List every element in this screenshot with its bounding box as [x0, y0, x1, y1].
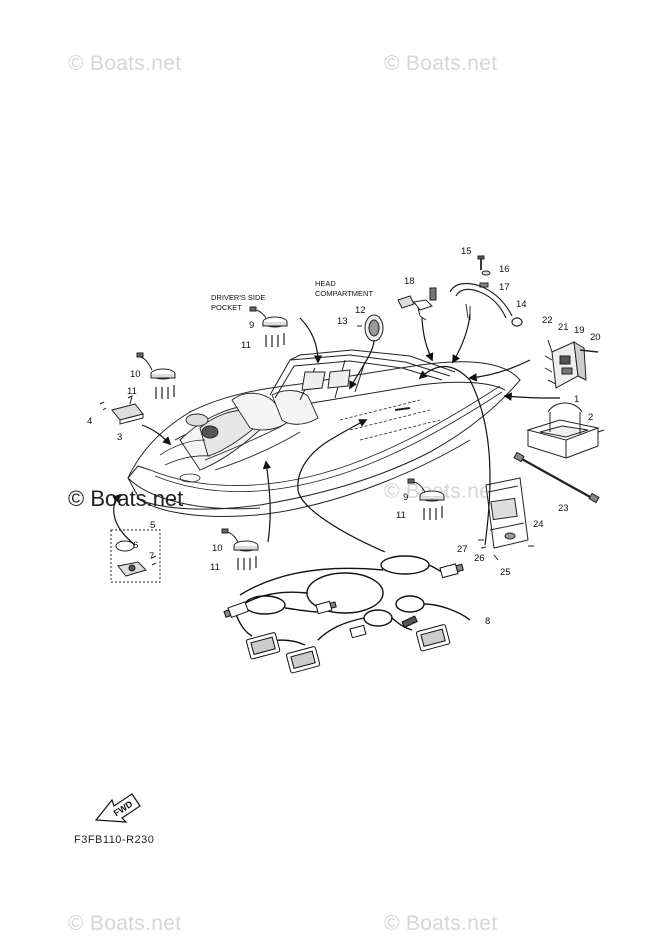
- callout-12: 12: [355, 305, 366, 316]
- watermark-bottom-right: © Boats.net: [384, 912, 498, 935]
- callout-21: 21: [558, 322, 569, 333]
- callout-11-b: 11: [241, 340, 251, 351]
- callout-11-a: 11: [127, 386, 137, 397]
- watermark-middle-right: © Boats.net: [384, 480, 498, 503]
- callout-13: 13: [337, 316, 348, 327]
- callout-14: 14: [516, 299, 527, 310]
- tower-arch: [269, 349, 456, 401]
- callout-15: 15: [461, 246, 472, 257]
- callout-23: 23: [558, 503, 569, 514]
- callout-17: 17: [499, 282, 510, 293]
- callout-10-top: 10: [130, 369, 141, 380]
- callout-20: 20: [590, 332, 601, 343]
- note-drivers-side-2: POCKET: [211, 303, 242, 312]
- fwd-arrow-icon: FWD: [94, 793, 141, 823]
- callout-labels: 1 2 3 4 5 6 7 8 9 9 10 10 11 11 11 11 12…: [87, 246, 601, 627]
- watermark-top-right: © Boats.net: [384, 52, 498, 75]
- bow-details: [159, 399, 441, 483]
- location-notes: DRIVER'S SIDE POCKET HEAD COMPARTMENT: [211, 279, 373, 312]
- callout-11-d: 11: [210, 562, 220, 573]
- part-5-inset: [110, 529, 161, 583]
- part-12-cover: [357, 314, 384, 342]
- boat-cockpit: [179, 390, 319, 471]
- battery-box: [526, 402, 605, 459]
- diagram-code: F3FB110-R230: [74, 834, 155, 846]
- callout-10-bottom: 10: [212, 543, 223, 554]
- callout-22: 22: [542, 315, 553, 326]
- callout-5: 5: [150, 520, 155, 531]
- control-module: [478, 477, 534, 561]
- note-drivers-side-1: DRIVER'S SIDE: [211, 293, 265, 302]
- callout-6: 6: [133, 540, 138, 551]
- wiring-harness: [234, 555, 471, 646]
- callout-26: 26: [474, 553, 485, 564]
- callout-19: 19: [574, 325, 585, 336]
- callout-27: 27: [457, 544, 468, 555]
- screws: [155, 333, 443, 570]
- callout-25: 25: [500, 567, 511, 578]
- part-14-cable: [449, 282, 523, 327]
- part-23-cable: [513, 451, 600, 504]
- callout-9-top: 9: [249, 320, 254, 331]
- callout-7: 7: [149, 551, 154, 562]
- note-head-1: HEAD: [315, 279, 336, 288]
- switch-panels: [136, 306, 445, 552]
- note-head-2: COMPARTMENT: [315, 289, 373, 298]
- callout-4: 4: [87, 416, 92, 427]
- fuse-box: [544, 339, 599, 389]
- harness-connectors: [223, 563, 464, 674]
- callout-1: 1: [574, 394, 579, 405]
- callout-18: 18: [404, 276, 415, 287]
- callout-8: 8: [485, 616, 490, 627]
- watermark-bottom-left: © Boats.net: [68, 912, 182, 935]
- callout-2: 2: [588, 412, 593, 423]
- callout-11-c: 11: [396, 510, 406, 521]
- watermark-top-left: © Boats.net: [68, 52, 182, 75]
- callout-16: 16: [499, 264, 510, 275]
- parts-15-18: [397, 255, 491, 321]
- pointer-arrows: [112, 313, 561, 553]
- callout-24: 24: [533, 519, 544, 530]
- callout-9-right: 9: [403, 492, 408, 503]
- callout-3: 3: [117, 432, 122, 443]
- part-3-switch-plate: [99, 395, 144, 425]
